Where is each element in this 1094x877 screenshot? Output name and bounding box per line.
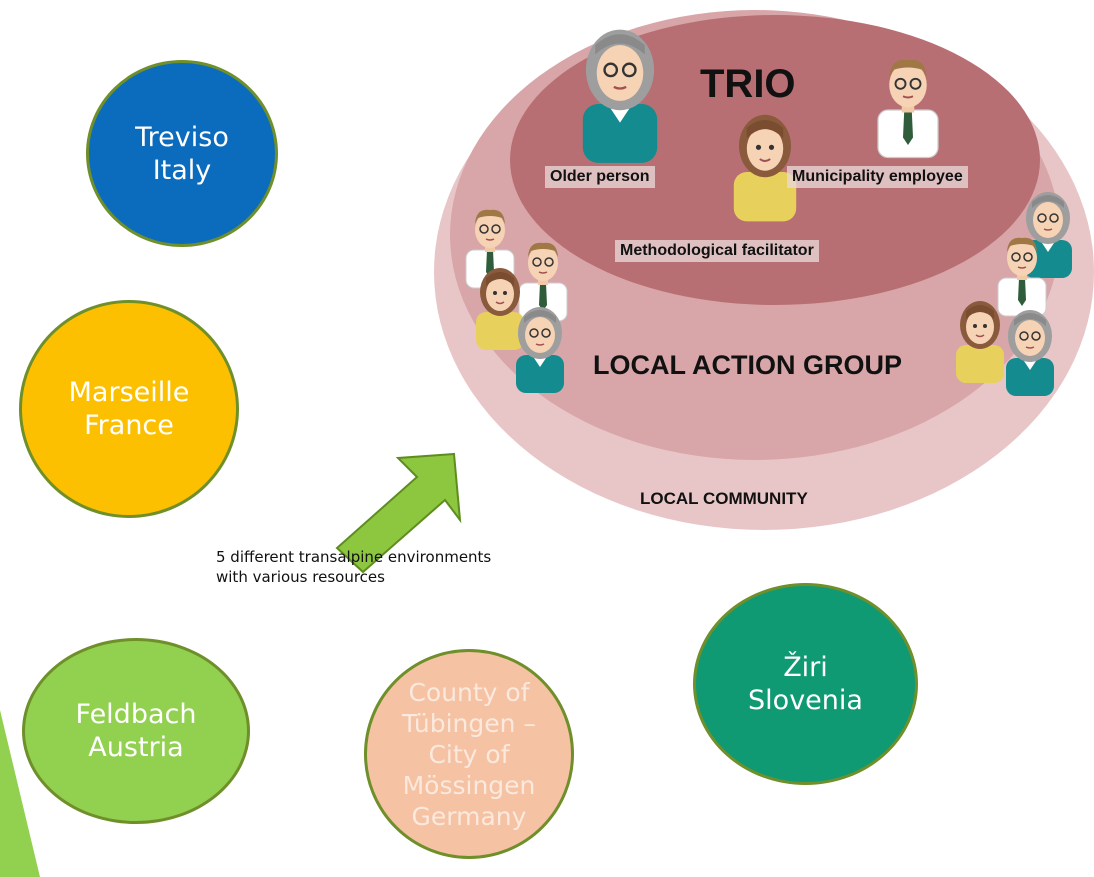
- local-community-title: LOCAL COMMUNITY: [640, 489, 808, 508]
- role-label-municipality-employee: Municipality employee: [787, 166, 968, 188]
- location-label-treviso: Treviso Italy: [135, 121, 229, 186]
- environments-description: 5 different transalpine environments wit…: [216, 548, 492, 586]
- role-label-older-person: Older person: [545, 166, 655, 188]
- location-label-marseille: Marseille France: [68, 377, 190, 441]
- location-circle-marseille: Marseille France: [19, 300, 239, 518]
- location-circle-feldbach: Feldbach Austria: [22, 638, 250, 824]
- location-label-feldbach: Feldbach Austria: [75, 699, 197, 763]
- location-label-tubingen: County of Tübingen – City of Mössingen G…: [402, 677, 536, 831]
- arrow-up-right-icon: [335, 452, 462, 574]
- role-label-facilitator: Methodological facilitator: [615, 240, 819, 262]
- location-circle-tubingen: County of Tübingen – City of Mössingen G…: [364, 649, 574, 859]
- local-action-group-title: LOCAL ACTION GROUP: [593, 350, 902, 380]
- trio-title: TRIO: [700, 62, 796, 106]
- location-label-ziri: Žiri Slovenia: [748, 652, 863, 716]
- slide-accent-bar: [0, 710, 40, 877]
- location-circle-treviso: Treviso Italy: [86, 60, 278, 247]
- location-circle-ziri: Žiri Slovenia: [693, 583, 918, 785]
